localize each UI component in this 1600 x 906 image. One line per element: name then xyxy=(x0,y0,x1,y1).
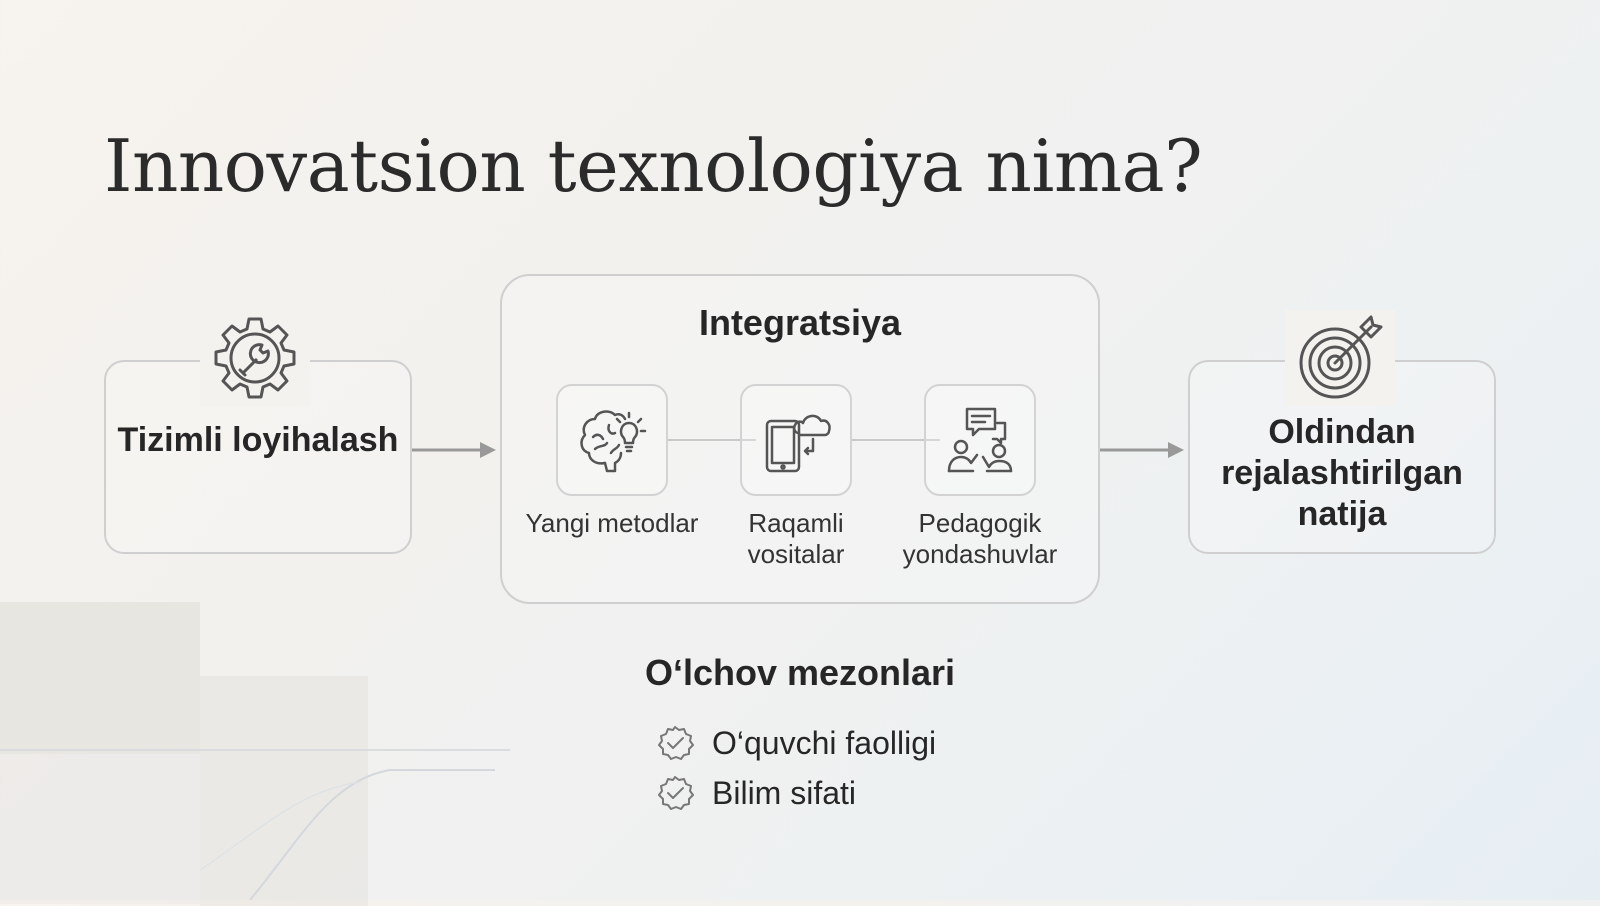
tablet-cloud-icon xyxy=(740,384,852,496)
flow-arrow xyxy=(412,442,496,458)
integration-item: Pedagogik yondashuvlar xyxy=(888,384,1072,570)
criteria-title: O‘lchov mezonlari xyxy=(644,652,956,693)
criteria-item: O‘quvchi faolligi xyxy=(656,718,936,768)
integration-item-label: Pedagogik yondashuvlar xyxy=(902,508,1058,569)
background-square xyxy=(0,754,200,904)
systematic-design-label: Tizimli loyihalash xyxy=(117,421,399,459)
integration-item-label: Yangi metodlar xyxy=(525,508,699,538)
integration-title: Integratsiya xyxy=(698,302,902,343)
check-badge-icon xyxy=(658,776,694,810)
check-badge-icon xyxy=(658,726,694,760)
criteria-item-label: O‘quvchi faolligi xyxy=(712,724,937,761)
planned-result-label: Oldindan rejalashtirilgan natija xyxy=(1221,413,1463,533)
gear-wrench-icon xyxy=(200,310,310,406)
flow-arrow xyxy=(1100,442,1184,458)
target-arrow-icon xyxy=(1285,310,1395,406)
criteria-item-label: Bilim sifati xyxy=(712,774,857,811)
background-square xyxy=(0,602,200,754)
criteria-item: Bilim sifati xyxy=(656,768,936,818)
page-title: Innovatsion texnologiya nima? xyxy=(104,124,1203,208)
integration-box: Integratsiya Yangi metodlar xyxy=(500,274,1100,604)
background-lines xyxy=(0,749,510,900)
brain-lightbulb-icon xyxy=(556,384,668,496)
item-connector xyxy=(850,439,940,441)
integration-item: Yangi metodlar xyxy=(520,384,704,539)
background-square xyxy=(200,676,368,906)
people-discussion-icon xyxy=(924,384,1036,496)
integration-item: Raqamli vositalar xyxy=(704,384,888,570)
item-connector xyxy=(666,439,756,441)
integration-item-label: Raqamli vositalar xyxy=(747,508,845,569)
criteria-list: O‘quvchi faolligi Bilim sifati xyxy=(656,718,936,818)
